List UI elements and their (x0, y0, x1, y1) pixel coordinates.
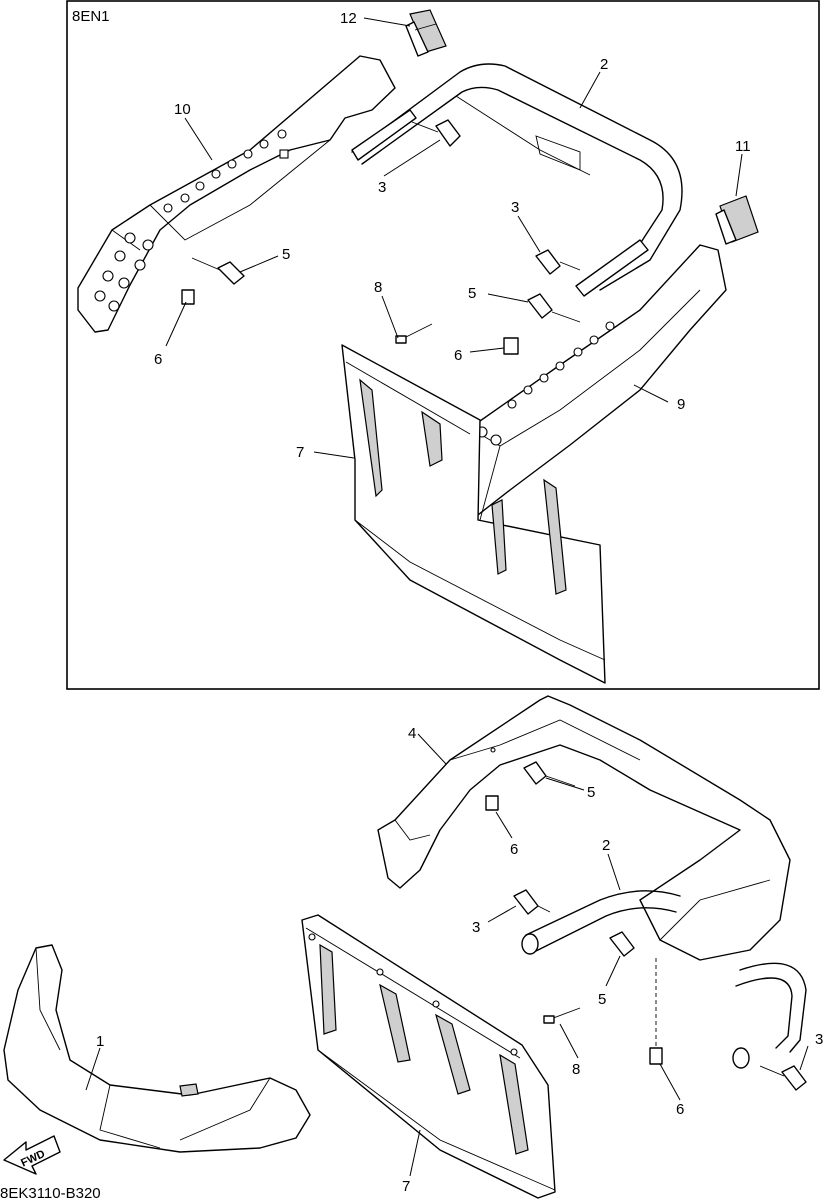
callout-inset-3b: 3 (511, 199, 519, 216)
part-6-nut-inset-left (181, 289, 195, 305)
part-5-bolt-main-mid (609, 931, 635, 957)
callout-main-5a: 5 (587, 784, 595, 801)
callout-main-7: 7 (402, 1178, 410, 1195)
callout-inset-5b: 5 (468, 285, 476, 302)
callout-group: 12 2 10 11 3 3 5 8 5 6 6 9 7 4 5 6 (85, 10, 823, 1195)
callout-inset-6a: 6 (154, 351, 162, 368)
inset-frame (66, 0, 820, 690)
callout-main-3a: 3 (472, 919, 480, 936)
callout-main-5b: 5 (598, 991, 606, 1008)
callout-main-6a: 6 (510, 841, 518, 858)
drawing-id: 8EK3110-B320 (0, 1185, 101, 1202)
part-5-bolt-main-top (523, 761, 576, 787)
callout-main-1: 1 (96, 1033, 104, 1050)
part-8-rivet-inset (395, 323, 433, 344)
part-3-bolt-main-left (513, 889, 551, 915)
callout-main-3b: 3 (815, 1031, 823, 1048)
part-3-bolt-inset-mid (535, 249, 581, 275)
part-8-rivet-main (543, 1007, 581, 1024)
part-12-clip (405, 9, 447, 57)
part-11-clip (715, 195, 759, 245)
part-3-bolt-inset-top (411, 119, 461, 147)
part-5-bolt-inset-left (191, 257, 245, 285)
callout-inset-12: 12 (340, 10, 357, 27)
part-10-left-step-rail (77, 55, 396, 333)
part-2-frame-bar-inset (351, 63, 683, 297)
part-2-frame-bar-main (521, 890, 807, 1069)
part-6-nut-main-bottom (649, 1047, 663, 1065)
part-7-mud-flap-main (301, 914, 556, 1199)
part-7-mud-flap-inset (341, 344, 606, 684)
inset-model-code: 8EN1 (72, 8, 110, 25)
part-4-rear-bracket (377, 695, 791, 961)
callout-inset-10: 10 (174, 101, 191, 118)
callout-inset-11: 11 (735, 138, 751, 155)
callout-main-2: 2 (602, 837, 610, 854)
callout-main-4: 4 (408, 725, 416, 742)
part-5-bolt-inset-right (527, 293, 581, 323)
callout-inset-8: 8 (374, 279, 382, 296)
callout-inset-9: 9 (677, 396, 685, 413)
part-1-front-bumper (3, 944, 311, 1153)
part-3-bolt-main-right (759, 1065, 807, 1091)
part-6-nut-main-top (485, 795, 499, 811)
callout-inset-2: 2 (600, 56, 608, 73)
callout-inset-5a: 5 (282, 246, 290, 263)
fwd-arrow-icon: FWD (3, 1135, 61, 1175)
callout-inset-3a: 3 (378, 179, 386, 196)
callout-inset-7: 7 (296, 444, 304, 461)
callout-inset-6b: 6 (454, 347, 462, 364)
callout-main-6b: 6 (676, 1101, 684, 1118)
part-6-nut-inset-right (503, 337, 519, 355)
callout-main-8: 8 (572, 1061, 580, 1078)
